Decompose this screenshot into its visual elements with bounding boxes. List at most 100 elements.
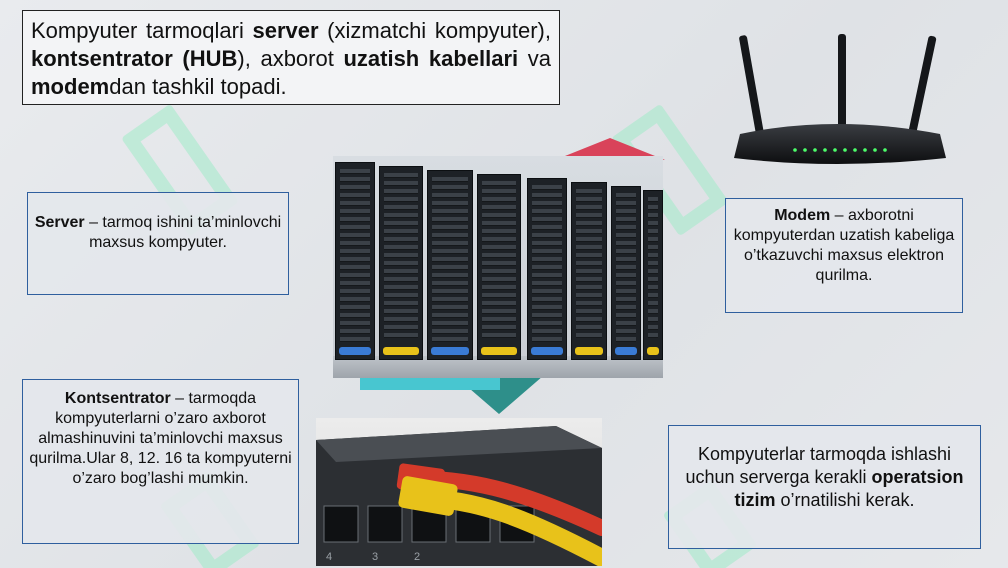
rack-unit [432,313,468,318]
server-rack [477,174,521,360]
ethernet-switch-icon: 4 3 2 [316,426,602,566]
rack-unit [648,301,658,306]
rack-unit [616,337,636,342]
rack-unit [384,269,418,274]
rack-unit [432,321,468,326]
title-term-cables: uzatish kabellari [343,46,519,71]
rack-unit [532,201,562,206]
rack-unit [432,337,468,342]
status-led [803,148,807,152]
rack-unit [432,273,468,278]
rack-cables [531,347,563,355]
rack-unit [432,225,468,230]
router-icon [734,34,946,164]
server-definition-box: Server – tarmoq ishini ta’minlovchi maxs… [27,192,289,295]
rack-unit [432,265,468,270]
rack-unit [432,177,468,182]
rack-unit [340,177,370,182]
rack-unit [482,333,516,338]
rack-unit [432,185,468,190]
rack-unit [576,245,602,250]
rack-unit [648,285,658,290]
status-led [833,148,837,152]
decor-bar [360,378,500,390]
rack-unit [576,205,602,210]
os-note-text: o’rnatilishi kerak. [775,490,915,510]
rack-unit [384,325,418,330]
rack-unit [616,289,636,294]
rack-unit [340,297,370,302]
rack-cables [575,347,603,355]
rack-unit [384,333,418,338]
rack-unit [648,293,658,298]
rack-unit [482,269,516,274]
ethernet-port [323,505,359,543]
rack-unit [340,185,370,190]
status-led [863,148,867,152]
rack-unit [616,209,636,214]
title-text: (xizmatchi kompyuter), [318,18,551,43]
rack-unit [576,293,602,298]
rack-unit [482,309,516,314]
rack-unit [648,221,658,226]
rack-unit [648,277,658,282]
rack-unit [532,313,562,318]
rack-unit [648,197,658,202]
title-text: Kompyuter tarmoqlari [31,18,253,43]
rack-unit [482,285,516,290]
rack-unit [384,205,418,210]
rack-unit [432,193,468,198]
server-description: – tarmoq ishini ta’minlovchi maxsus komp… [84,214,282,251]
status-led [843,148,847,152]
rack-unit [482,205,516,210]
rack-unit [616,305,636,310]
rack-unit [340,193,370,198]
rack-unit [532,241,562,246]
rack-unit [482,253,516,258]
rack-unit [340,265,370,270]
rack-unit [340,217,370,222]
rack-unit [576,309,602,314]
rack-unit [384,245,418,250]
title-text: dan tashkil topadi. [109,74,287,99]
rack-unit [482,213,516,218]
status-led [823,148,827,152]
status-led [883,148,887,152]
rack-unit [340,305,370,310]
os-term: operatsion tizim [734,467,964,510]
rack-unit [432,305,468,310]
rack-unit [616,297,636,302]
rack-unit [616,201,636,206]
rack-unit [340,337,370,342]
rack-unit [648,317,658,322]
rack-unit [432,209,468,214]
port-number-label: 3 [372,551,378,563]
rack-unit [532,321,562,326]
rack-unit [576,237,602,242]
port-number-label: 2 [414,551,420,563]
rack-unit [482,237,516,242]
rack-cables [431,347,469,355]
rack-unit [576,213,602,218]
rack-unit [648,229,658,234]
rack-unit [532,265,562,270]
server-rack [335,162,375,360]
rack-unit [616,193,636,198]
rack-unit [648,245,658,250]
rack-unit [532,273,562,278]
rack-unit [482,245,516,250]
rack-unit [432,281,468,286]
rack-unit [616,321,636,326]
rack-unit [340,169,370,174]
rack-unit [432,217,468,222]
rack-unit [340,329,370,334]
rack-unit [384,253,418,258]
rack-unit [616,233,636,238]
rack-unit [482,197,516,202]
rack-unit [384,317,418,322]
rack-unit [648,237,658,242]
rack-unit [384,181,418,186]
floor [333,356,663,378]
rack-unit [384,301,418,306]
rack-unit [616,241,636,246]
